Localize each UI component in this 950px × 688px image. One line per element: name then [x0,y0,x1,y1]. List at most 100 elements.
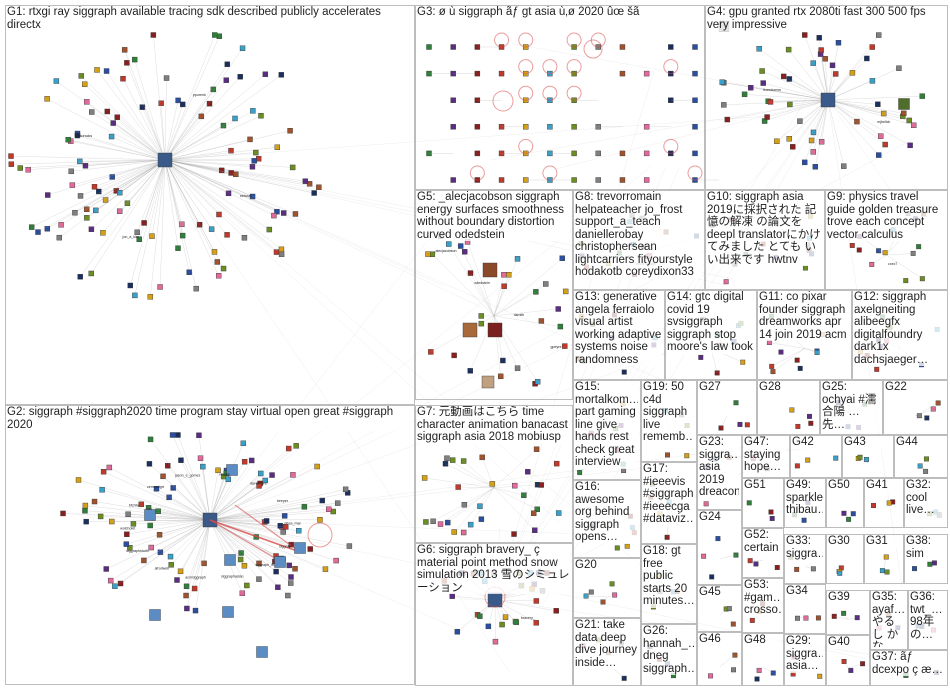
edge [827,99,884,114]
group-label-g27: G27 [699,381,754,394]
node [810,129,817,136]
group-label-g28: G28 [759,381,817,394]
node [869,261,875,267]
edge [209,519,281,527]
node [692,44,698,50]
edge [788,49,829,101]
self-loop [518,138,534,154]
node [723,279,729,285]
group-label-g37: G37: ãƒ dcexpo ç æ… [872,651,945,676]
node [117,580,124,587]
edge [84,84,166,161]
edge [493,484,538,489]
edge [727,99,829,120]
edge [111,136,166,161]
group-label-g32: G32: cool live… [906,479,945,517]
group-label-g46: G46 [699,633,739,646]
node [120,75,126,82]
edge [719,554,736,559]
node [8,153,14,159]
edge [209,466,318,521]
node [609,581,615,587]
node [285,592,291,599]
edge [180,460,211,521]
group-label-g52: G52: certain [744,529,781,554]
group-label-g42: G42 [792,436,839,449]
node [919,276,925,282]
node [837,570,843,576]
node [864,55,870,62]
edge [827,99,879,156]
edge [920,462,926,472]
node [797,365,803,371]
node [258,112,264,119]
edge [915,408,934,416]
edge [164,159,315,194]
node [740,359,746,365]
group-label-g12: G12: siggraph axelgneiting alibeegfx dig… [854,291,945,366]
edge [150,159,166,297]
edge [209,509,329,521]
node [262,71,269,77]
node [220,122,227,129]
node [764,114,770,120]
node [874,366,880,372]
edge [458,486,495,489]
node [477,503,483,509]
edge [770,99,829,103]
edge [164,159,284,214]
edge [772,348,805,372]
node [849,70,856,76]
edge [153,34,166,161]
node [167,553,174,560]
edge [470,487,495,525]
edge [602,596,608,603]
node [474,70,481,77]
node [249,193,256,200]
node [553,608,559,614]
node [931,560,937,566]
edge [771,348,805,367]
node [600,599,606,605]
edge [440,487,495,525]
node [84,99,90,105]
node [117,189,123,196]
edge [209,519,286,528]
node [869,78,876,84]
edge [764,99,829,122]
edge [164,159,236,175]
node-username: siggraphstudn [126,549,149,553]
node [619,44,626,50]
node [795,615,800,621]
node [474,97,481,103]
edge [209,519,245,566]
group-label-g4: G4: gpu granted rtx 2080ti fast 300 500 … [707,6,945,31]
node [724,116,731,123]
node [326,506,332,512]
edge [148,507,211,521]
node [216,33,223,39]
node [68,168,74,175]
hub-node [157,152,173,168]
edge [127,159,166,204]
edge [130,159,166,286]
node [701,553,707,559]
node [263,518,270,524]
edge [884,252,887,256]
node [292,565,298,572]
node [184,605,190,612]
edge [81,75,166,161]
node [127,545,133,551]
node [225,476,232,483]
node [756,667,762,673]
node [74,132,81,139]
edge [827,99,910,121]
edge [820,50,829,101]
node [256,560,262,567]
node [301,504,308,510]
group-label-g47: G47: staying hope… [744,436,787,474]
edge [151,519,211,548]
node [832,71,839,77]
node [854,615,860,621]
edge [122,78,166,161]
